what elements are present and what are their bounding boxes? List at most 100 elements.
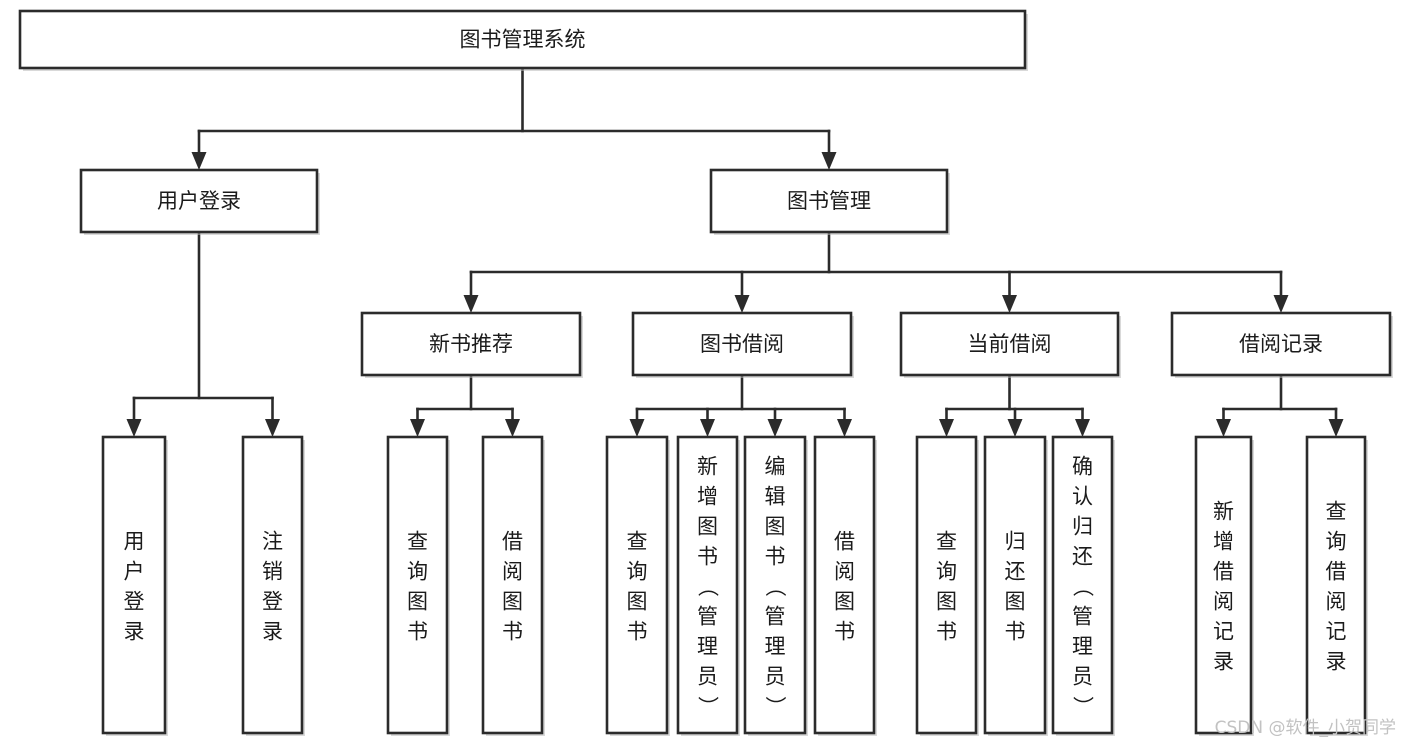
node-borrow-record[interactable]: 借阅记录 [1170, 311, 1393, 378]
node-box[interactable] [1305, 435, 1367, 735]
node-book-borrow[interactable]: 图书借阅 [631, 311, 854, 378]
watermark-layer: CSDN @软件_小贺同学 [1215, 718, 1396, 738]
node-label-char: 图 [407, 589, 428, 613]
node-label-char: 图 [765, 514, 786, 538]
node-label-char: 归 [1005, 529, 1026, 553]
node-box[interactable] [1194, 435, 1253, 735]
node-undefined[interactable]: 图书管理系统 [18, 9, 1028, 71]
node-label-char: 书 [407, 619, 428, 643]
node-label-char: 员 [697, 664, 718, 688]
node-label-char: 注 [262, 529, 283, 553]
node-label-char: 询 [1326, 529, 1347, 553]
node-box[interactable] [899, 311, 1120, 377]
arrow-head-icon [126, 419, 142, 437]
node-current-borrow[interactable]: 当前借阅 [899, 311, 1121, 378]
node-leaf-user-login[interactable]: 用户登录 [101, 435, 168, 736]
node-label-char: 还 [1005, 559, 1026, 583]
node-label-char: 录 [262, 619, 283, 643]
node-label-char: 询 [627, 559, 648, 583]
node-label-char: ） [696, 696, 720, 717]
node-label-char: 查 [407, 529, 428, 553]
arrow-head-icon [1075, 419, 1090, 437]
node-label-char: 还 [1072, 544, 1093, 568]
arrow-head-icon [629, 419, 645, 437]
node-label-char: 销 [262, 559, 283, 583]
node-label-char: 询 [407, 559, 428, 583]
node-label-char: 理 [697, 634, 718, 658]
node-label-char: 借 [1326, 559, 1347, 583]
node-user-login[interactable]: 用户登录 [79, 168, 320, 235]
node-box[interactable] [1051, 435, 1114, 735]
arrow-head-icon [767, 419, 783, 437]
node-label-char: 书 [765, 544, 786, 568]
node-box[interactable] [241, 435, 304, 735]
connector-layer [126, 66, 1344, 437]
node-label-char: 管 [697, 604, 718, 628]
node-label-char: 查 [1326, 499, 1347, 523]
arrow-head-icon [1273, 295, 1289, 313]
node-label-char: 书 [502, 619, 523, 643]
node-label-char: 借 [1213, 559, 1234, 583]
arrow-head-icon [463, 295, 479, 313]
node-label-char: 图 [697, 514, 718, 538]
node-box[interactable] [605, 435, 669, 735]
node-label-char: ） [763, 696, 787, 717]
node-label-char: 理 [1072, 634, 1093, 658]
arrow-head-icon [505, 419, 520, 437]
node-box[interactable] [813, 435, 876, 735]
node-label-char: 管 [1072, 604, 1093, 628]
arrow-head-icon [734, 295, 750, 313]
node-label-char: （ [763, 576, 787, 597]
node-label-char: 书 [834, 619, 855, 643]
node-label-char: 户 [124, 559, 145, 583]
node-book-manage[interactable]: 图书管理 [709, 168, 950, 235]
node-box[interactable] [709, 168, 949, 234]
node-box[interactable] [631, 311, 853, 377]
node-new-book-recommend[interactable]: 新书推荐 [360, 311, 583, 378]
node-box[interactable] [386, 435, 449, 735]
node-label-char: 增 [1213, 529, 1234, 553]
node-label-char: 登 [262, 589, 283, 613]
node-label-char: 员 [1072, 664, 1093, 688]
node-label-char: 书 [627, 619, 648, 643]
node-label-char: 新 [1213, 499, 1234, 523]
node-label-char: 理 [765, 634, 786, 658]
arrow-head-icon [1007, 419, 1023, 437]
node-label: 图书借阅 [700, 332, 784, 356]
node-label-char: 借 [502, 529, 523, 553]
node-layer: 图书管理系统用户登录图书管理新书推荐图书借阅当前借阅借阅记录用户登录注销登录查询… [18, 9, 1393, 736]
node-label-char: 记 [1213, 619, 1234, 643]
node-box[interactable] [481, 435, 544, 735]
node-label-char: 书 [936, 619, 957, 643]
node-label-char: 新 [697, 454, 718, 478]
node-label-char: 查 [627, 529, 648, 553]
node-box[interactable] [743, 435, 807, 735]
node-label-char: 录 [1326, 649, 1347, 673]
node-box[interactable] [1170, 311, 1392, 377]
node-box[interactable] [101, 435, 167, 735]
node-label-char: 录 [1213, 649, 1234, 673]
node-box[interactable] [676, 435, 739, 735]
node-box[interactable] [983, 435, 1047, 735]
node-box[interactable] [915, 435, 978, 735]
node-box[interactable] [79, 168, 319, 234]
node-label-char: 阅 [834, 559, 855, 583]
node-box[interactable] [18, 9, 1027, 70]
node-label-char: 登 [124, 589, 145, 613]
node-box[interactable] [360, 311, 582, 377]
node-label-char: 借 [834, 529, 855, 553]
node-label-char: 增 [697, 484, 718, 508]
